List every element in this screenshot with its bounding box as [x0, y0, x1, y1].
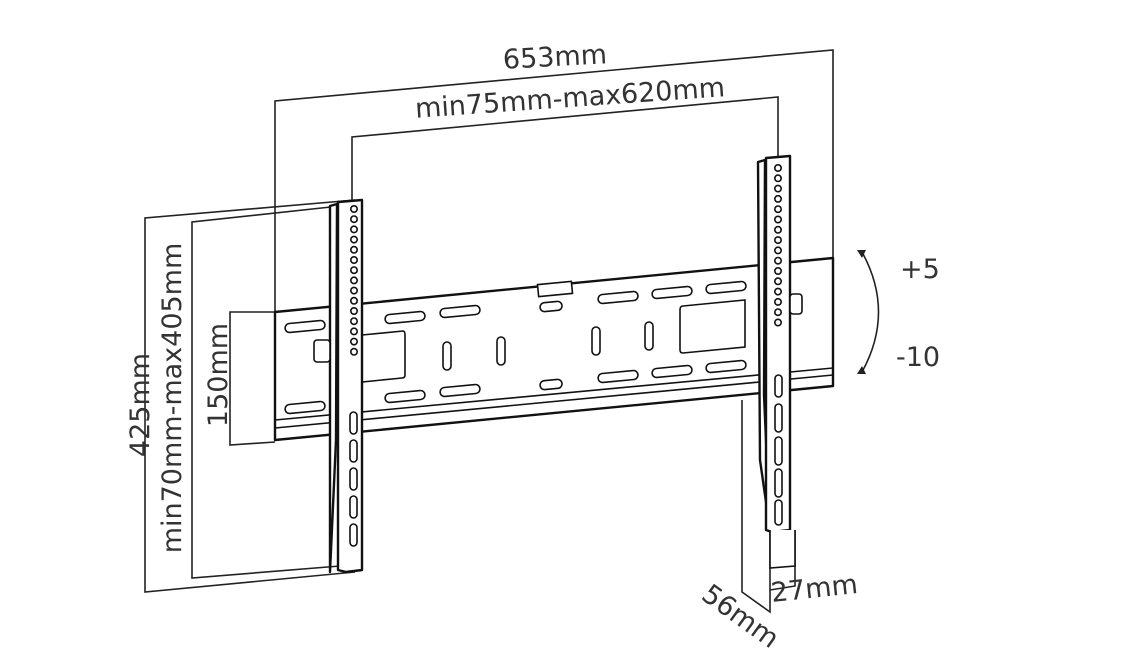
- mounting-hole: [349, 347, 358, 356]
- mounting-hole: [773, 184, 782, 193]
- mounting-hole: [349, 205, 358, 214]
- wall-plate: [273, 256, 835, 442]
- mounting-hole: [349, 255, 358, 264]
- mounting-hole: [349, 306, 358, 315]
- plate-height-line: [229, 311, 276, 446]
- mounting-hole: [773, 225, 782, 234]
- mounting-hole: [773, 277, 782, 286]
- mounting-hole: [349, 317, 358, 326]
- mounting-hole: [349, 266, 358, 275]
- mounting-hole: [773, 297, 782, 306]
- mounting-hole: [349, 225, 358, 234]
- mounting-hole: [773, 236, 782, 245]
- min-depth-label: 27mm: [769, 569, 859, 609]
- mounting-hole: [773, 194, 782, 203]
- tilt-up-label: +5: [900, 254, 940, 285]
- mounting-hole: [349, 337, 358, 346]
- right-lock-knob: [789, 293, 803, 315]
- mounting-hole: [773, 205, 782, 214]
- tilt-arc: [861, 251, 880, 373]
- mounting-hole: [773, 215, 782, 224]
- mounting-hole: [349, 235, 358, 244]
- mounting-hole: [349, 215, 358, 224]
- mounting-hole: [349, 245, 358, 254]
- mounting-hole: [773, 246, 782, 255]
- plate-height-label: 150mm: [203, 323, 234, 427]
- tilt-arrow-up-icon: [857, 250, 866, 258]
- mounting-hole: [773, 287, 782, 296]
- mounting-hole: [349, 276, 358, 285]
- tilt-down-label: -10: [896, 342, 940, 373]
- mounting-hole: [773, 318, 782, 327]
- mounting-hole: [773, 266, 782, 275]
- overall-height-line: [144, 199, 356, 593]
- left-lock-knob: [313, 339, 331, 363]
- left-bracket: [313, 198, 364, 574]
- right-bracket: [756, 154, 803, 569]
- mounting-hole: [349, 286, 358, 295]
- mounting-hole: [773, 256, 782, 265]
- vesa-vertical-line: [191, 205, 341, 579]
- mounting-hole: [773, 164, 782, 173]
- mounting-hole: [773, 308, 782, 317]
- dimension-lines: [144, 49, 880, 614]
- vesa-horizontal-line: [351, 96, 779, 205]
- overall-height-label: 425mm: [125, 353, 156, 457]
- mounting-hole: [349, 296, 358, 305]
- mounting-hole: [773, 174, 782, 183]
- overall-width-label: 653mm: [502, 39, 608, 75]
- vesa-vertical-label: min70mm-max405mm: [157, 243, 188, 554]
- mounting-hole: [349, 327, 358, 336]
- tilt-arrow-down-icon: [857, 366, 866, 374]
